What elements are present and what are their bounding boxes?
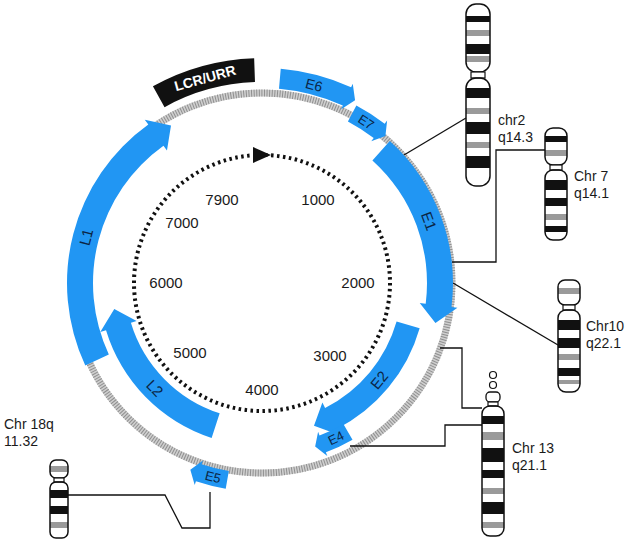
chromosome-arm bbox=[482, 406, 504, 536]
arrow-shape bbox=[305, 317, 428, 445]
position-number: 7000 bbox=[165, 214, 198, 232]
chromosome-ideogram bbox=[50, 460, 68, 538]
chromosome-band bbox=[466, 30, 490, 148]
position-number: 1000 bbox=[301, 191, 334, 209]
chromosome-arm bbox=[545, 128, 567, 165]
arrow-outline bbox=[348, 106, 387, 142]
gene-arrow: E5 bbox=[183, 455, 232, 495]
arrow-outline bbox=[314, 322, 420, 435]
gene-arrow: E1 bbox=[366, 134, 461, 330]
position-number: 3000 bbox=[313, 347, 346, 365]
chromosome-band bbox=[545, 136, 567, 232]
arrow-outline bbox=[67, 120, 171, 366]
arrow-outline bbox=[315, 424, 352, 456]
chromosome-band bbox=[558, 288, 580, 384]
chromosome-band bbox=[545, 150, 567, 220]
chromosome-arm bbox=[50, 460, 68, 478]
arrow-outline bbox=[279, 69, 355, 109]
gene-arrow: E4 bbox=[309, 418, 357, 461]
gene-arrow: L2 bbox=[93, 303, 224, 446]
chromosome-satellite bbox=[490, 372, 497, 379]
arrow-outline bbox=[372, 141, 457, 323]
chromosome-band bbox=[482, 416, 504, 514]
leader-lines bbox=[68, 118, 558, 528]
leader-line bbox=[350, 425, 482, 446]
position-number: 2000 bbox=[341, 274, 374, 292]
leader-line bbox=[404, 118, 466, 155]
position-number: 5000 bbox=[173, 344, 206, 362]
arrow-shape bbox=[366, 134, 461, 330]
chromosome-label: Chr10 q22.1 bbox=[586, 318, 636, 352]
gene-name: L1 bbox=[77, 227, 96, 247]
regulatory-region: LCR/URR bbox=[150, 56, 257, 110]
position-number: 4000 bbox=[245, 381, 278, 399]
gene-name: E6 bbox=[304, 76, 324, 94]
gene-arrow: E2 bbox=[305, 317, 428, 445]
chromosome-arm bbox=[558, 310, 580, 392]
chromosome-arm bbox=[545, 170, 567, 240]
chromosome-band bbox=[466, 16, 490, 168]
chromosome-arm bbox=[466, 78, 490, 186]
start-marker bbox=[253, 147, 271, 163]
chromosome-label: Chr 13 q21.1 bbox=[512, 440, 568, 474]
chromosome-satellite bbox=[490, 382, 497, 389]
chromosome-arm bbox=[466, 4, 490, 72]
leader-line bbox=[453, 283, 558, 345]
gene-name: E5 bbox=[204, 469, 223, 486]
position-number: 7900 bbox=[205, 191, 238, 209]
gene-arrow: L1 bbox=[59, 106, 183, 370]
arrow-outline bbox=[153, 58, 255, 107]
chromosome-label: chr2 q14.3 bbox=[498, 112, 544, 146]
chromosome-band bbox=[50, 490, 68, 514]
gene-arrow: E7 bbox=[344, 99, 396, 148]
chromosome-ideogram bbox=[466, 4, 490, 186]
chromosome-ideogram bbox=[558, 280, 580, 392]
chromosome-label: Chr 18q 11.32 bbox=[4, 416, 68, 450]
position-number: 6000 bbox=[149, 274, 182, 292]
chromosome-arm bbox=[558, 280, 580, 305]
chromosome-arm bbox=[50, 482, 68, 538]
leader-line bbox=[68, 492, 210, 528]
chromosome-label: Chr 7 q14.1 bbox=[574, 168, 624, 202]
chromosome-ideogram bbox=[482, 372, 504, 537]
gene-arrow: E6 bbox=[276, 62, 364, 115]
position-scale-circle bbox=[134, 155, 390, 411]
leader-line bbox=[440, 348, 482, 408]
chromosome-band bbox=[482, 432, 504, 528]
chromosome-band bbox=[50, 466, 68, 528]
arrow-outline bbox=[100, 309, 219, 438]
arrow-shape bbox=[93, 303, 224, 446]
arrow-outline bbox=[190, 460, 229, 488]
chromosome-arm bbox=[486, 392, 500, 402]
centromere bbox=[471, 72, 485, 78]
chromosome-band bbox=[558, 320, 580, 376]
chromosome-ideogram bbox=[545, 128, 567, 240]
